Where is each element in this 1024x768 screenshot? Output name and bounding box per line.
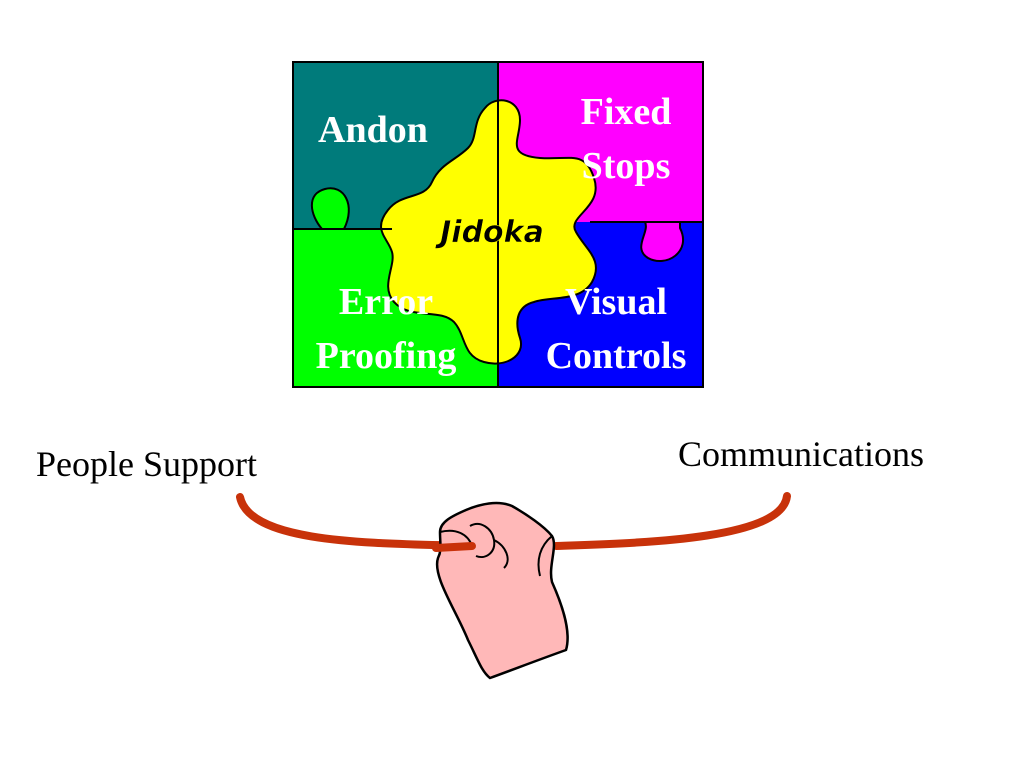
communications-label: Communications	[678, 434, 924, 474]
people-support-label: People Support	[36, 444, 257, 484]
error-proofing-label-line2: Proofing	[316, 335, 457, 377]
puzzle-board: Andon Fixed Stops Error Proofing Visual …	[292, 61, 704, 388]
andon-label: Andon	[318, 109, 428, 151]
hand-holding-rope-icon	[432, 501, 569, 680]
visual-controls-label-line1: Visual	[565, 281, 667, 323]
puzzle-border	[292, 61, 704, 388]
piece-tab-magenta	[640, 221, 684, 263]
piece-center-jidoka	[380, 99, 597, 365]
fixed-stops-label-line2: Stops	[582, 145, 671, 187]
fixed-stops-label-line1: Fixed	[581, 91, 672, 133]
visual-controls-label-line2: Controls	[546, 335, 687, 377]
piece-tab-green	[310, 187, 350, 230]
error-proofing-label-line1: Error	[339, 281, 433, 323]
jidoka-label: Jidoka	[435, 215, 544, 250]
